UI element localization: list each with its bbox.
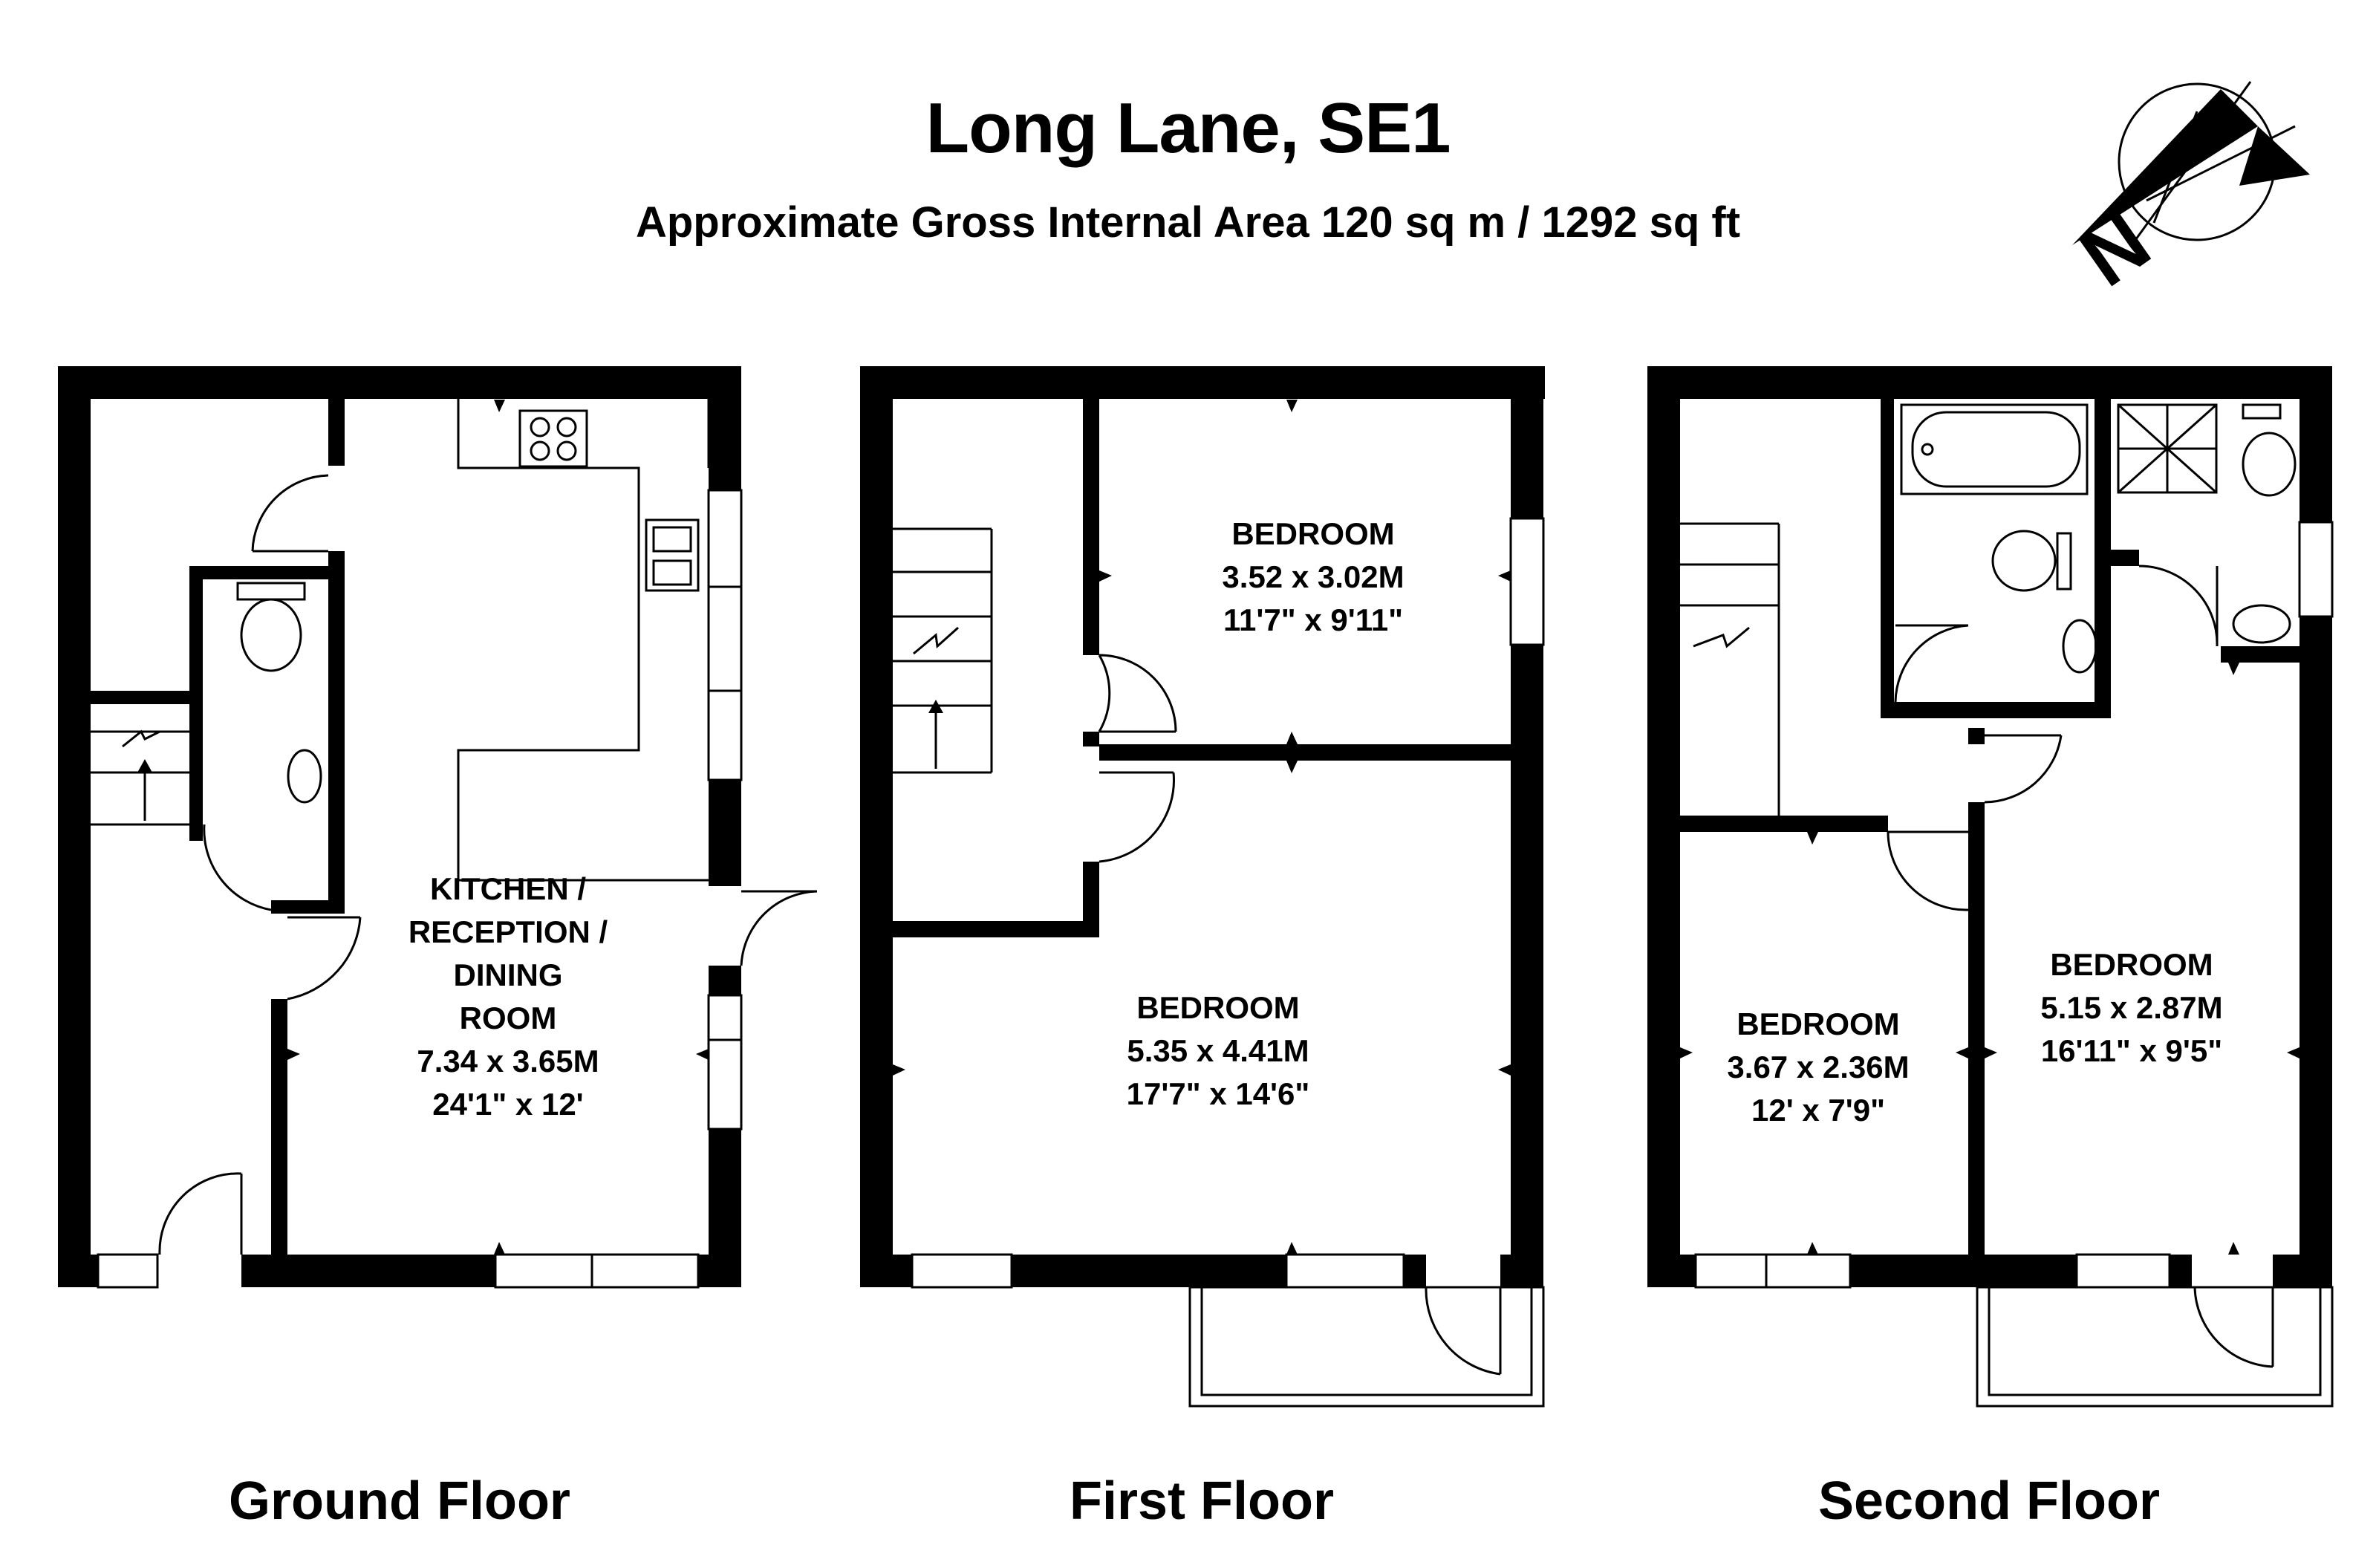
room-dimensions-metric: 3.52 x 3.02M: [1222, 559, 1405, 594]
room-dimensions-metric: 7.34 x 3.65M: [417, 1043, 599, 1079]
room-dimensions-metric: 3.67 x 2.36M: [1727, 1049, 1910, 1084]
room-label-second-bedroom-right: BEDROOM 5.15 x 2.87M 16'11" x 9'5": [2040, 943, 2222, 1073]
room-name-line: ROOM: [459, 1000, 557, 1035]
room-name: BEDROOM: [1136, 990, 1300, 1025]
room-name: BEDROOM: [2050, 947, 2213, 982]
compass-icon: [2072, 81, 2310, 246]
room-label-kitchen-reception-dining: KITCHEN / RECEPTION / DINING ROOM 7.34 x…: [409, 868, 608, 1126]
room-dimensions-imperial: 12' x 7'9": [1751, 1092, 1886, 1128]
floor-label-second: Second Floor: [1817, 1471, 2161, 1531]
floor-label-ground: Ground Floor: [229, 1471, 570, 1531]
room-name: BEDROOM: [1231, 516, 1395, 551]
second-floor-plan: [1647, 366, 2334, 1408]
room-dimensions-imperial: 11'7" x 9'11": [1223, 602, 1404, 637]
room-label-first-bedroom-small: BEDROOM 3.52 x 3.02M 11'7" x 9'11": [1222, 513, 1404, 642]
ground-floor-plan: [58, 366, 818, 1289]
room-label-second-bedroom-left: BEDROOM 3.67 x 2.36M 12' x 7'9": [1727, 1003, 1909, 1132]
room-dimensions-imperial: 24'1" x 12': [432, 1086, 584, 1122]
room-name-line: DINING: [453, 957, 563, 992]
first-floor-plan: [860, 366, 1545, 1408]
room-name-line: RECEPTION /: [408, 914, 608, 949]
room-name: BEDROOM: [1737, 1006, 1900, 1041]
gross-area-subtitle: Approximate Gross Internal Area 120 sq m…: [635, 198, 1741, 247]
plan-title: Long Lane, SE1: [925, 88, 1451, 168]
room-dimensions-imperial: 16'11" x 9'5": [2040, 1032, 2223, 1068]
room-label-first-bedroom-large: BEDROOM 5.35 x 4.41M 17'7" x 14'6": [1127, 986, 1310, 1116]
floor-label-first: First Floor: [1070, 1471, 1334, 1531]
room-dimensions-metric: 5.15 x 2.87M: [2040, 989, 2223, 1025]
compass-north-label: N: [2065, 195, 2166, 304]
room-name-line: KITCHEN /: [430, 871, 586, 906]
room-dimensions-metric: 5.35 x 4.41M: [1127, 1032, 1309, 1068]
room-dimensions-imperial: 17'7" x 14'6": [1126, 1076, 1310, 1111]
